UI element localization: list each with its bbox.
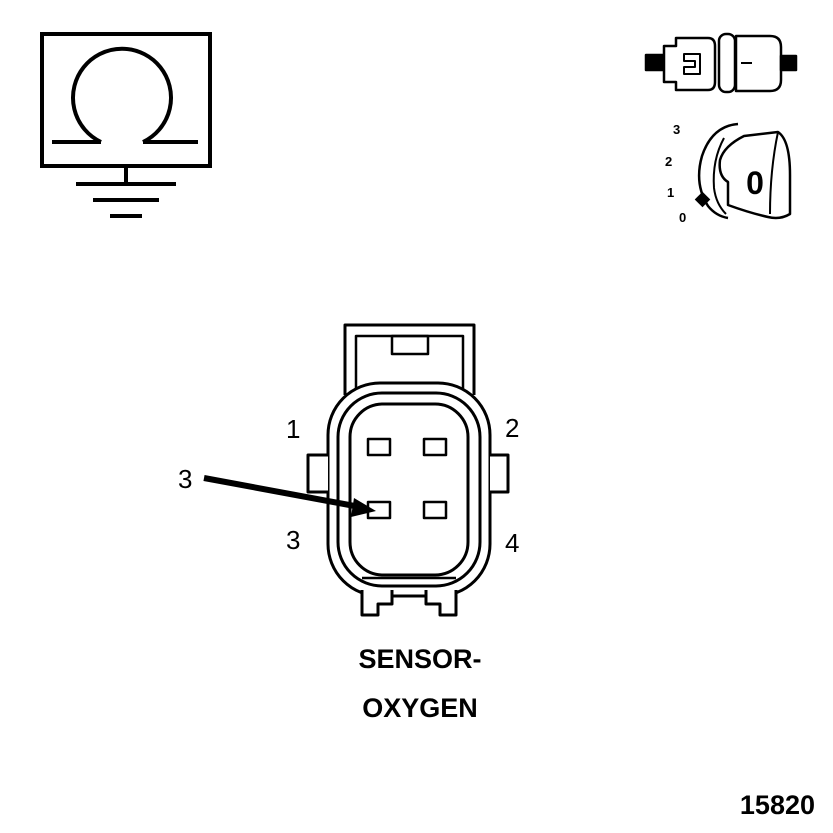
pin-cavity-4 [422, 500, 448, 520]
caption-line-2: OXYGEN [362, 693, 478, 723]
callout-label: 3 [178, 464, 192, 494]
ignition-position-3: 3 [673, 122, 680, 137]
sensor-connector [306, 323, 510, 617]
ignition-position-2: 2 [665, 154, 672, 169]
pin-cavity-2 [422, 437, 448, 457]
ignition-position-1: 1 [667, 185, 674, 200]
figure-number: 15820 [740, 790, 815, 820]
ignition-key-off-icon: 0 3 2 1 0 [665, 122, 792, 225]
key-label: 0 [746, 165, 764, 201]
ohmmeter-ground-icon [40, 32, 212, 218]
ignition-position-0: 0 [679, 210, 686, 225]
disconnected-connector-icon [644, 32, 798, 94]
caption-line-1: SENSOR- [358, 644, 481, 674]
pin-label-1: 1 [286, 414, 300, 444]
pin-label-4: 4 [505, 528, 519, 558]
pin-label-2: 2 [505, 413, 519, 443]
pin-cavity-1 [366, 437, 392, 457]
key-position-marker [694, 191, 711, 208]
pin-callout-arrow [203, 475, 376, 517]
pin-label-3: 3 [286, 525, 300, 555]
